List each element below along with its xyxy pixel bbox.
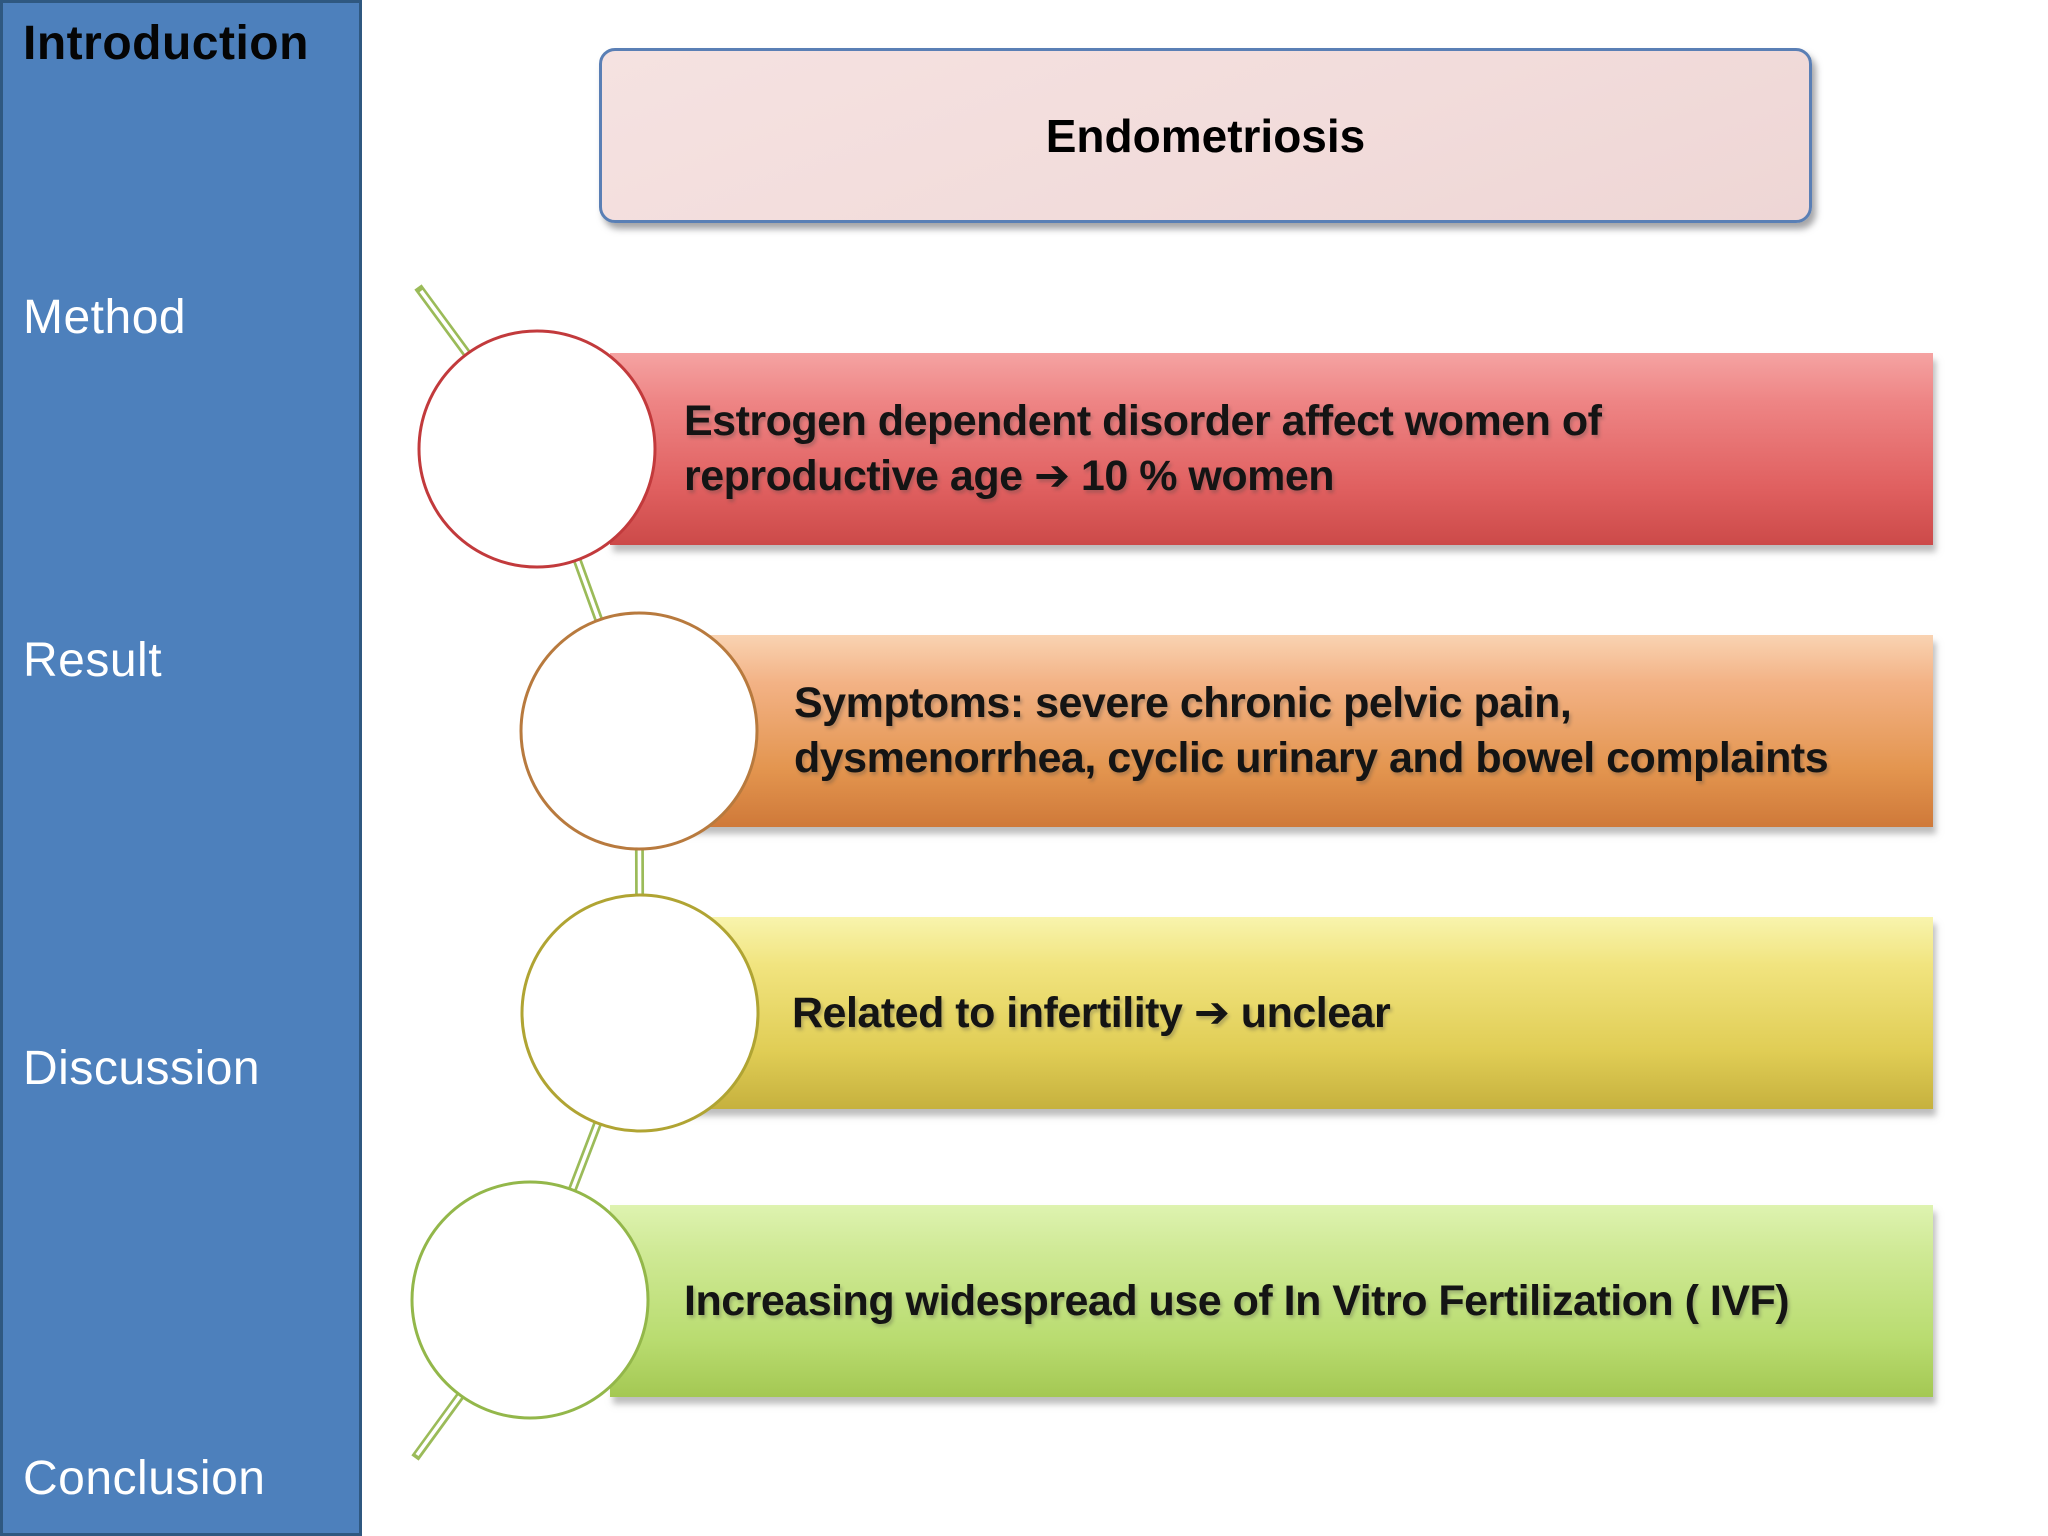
banner-estrogen: Estrogen dependent disorder affect women… <box>610 353 1933 545</box>
sidebar-item-introduction[interactable]: Introduction <box>23 17 309 70</box>
sidebar-item-conclusion[interactable]: Conclusion <box>23 1452 266 1505</box>
banner-infertility-text: Related to infertility ➔ unclear <box>792 988 1391 1037</box>
banner-infertility: Related to infertility ➔ unclear <box>610 917 1933 1109</box>
page-title: Endometriosis <box>1045 109 1366 162</box>
banner-ivf: Increasing widespread use of In Vitro Fe… <box>610 1205 1933 1397</box>
title-box: Endometriosis <box>599 48 1812 223</box>
connector-inner <box>415 289 642 1457</box>
banner-estrogen-text: Estrogen dependent disorder affect women… <box>684 397 1602 500</box>
banner-ivf-text: Increasing widespread use of In Vitro Fe… <box>684 1276 1790 1325</box>
sidebar: Introduction Method Result Discussion Co… <box>0 0 362 1536</box>
banner-symptoms: Symptoms: severe chronic pelvic pain, dy… <box>610 635 1933 827</box>
sidebar-item-result[interactable]: Result <box>23 634 163 687</box>
sidebar-item-method[interactable]: Method <box>23 291 187 344</box>
connector-outer <box>411 284 645 1461</box>
sidebar-item-discussion[interactable]: Discussion <box>23 1042 261 1095</box>
banner-symptoms-text: Symptoms: severe chronic pelvic pain, dy… <box>794 679 1829 782</box>
